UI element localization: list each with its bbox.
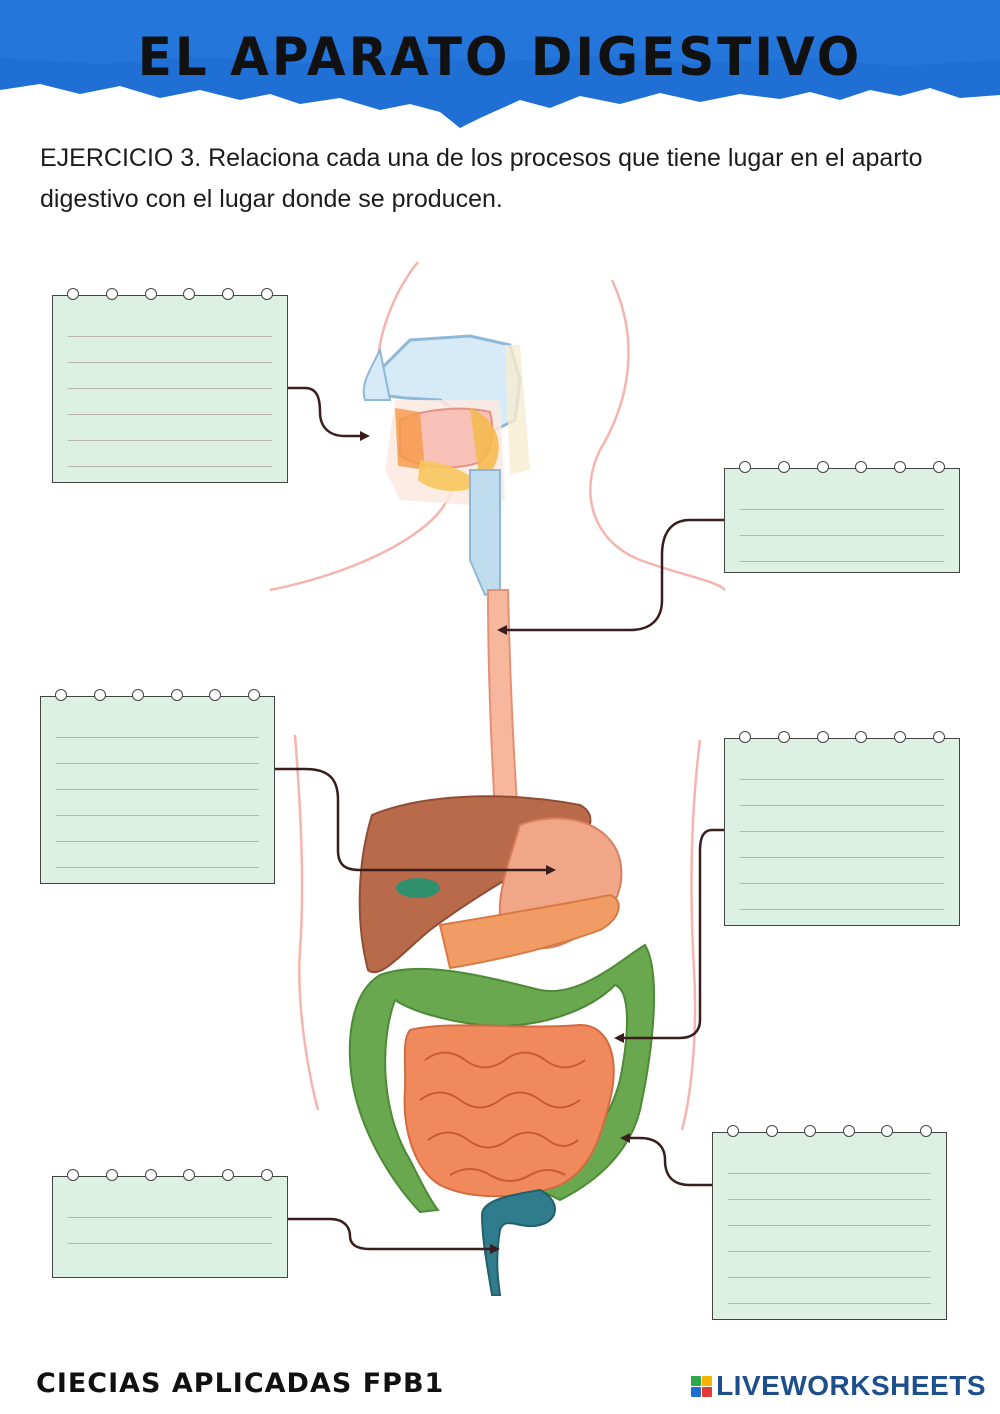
ruled-line [56, 737, 259, 738]
ruled-line [68, 466, 272, 467]
ruled-line [728, 1173, 931, 1174]
spiral-ring-icon [933, 731, 945, 743]
spiral-ring-icon [881, 1125, 894, 1137]
ruled-line [68, 440, 272, 441]
ruled-line [56, 815, 259, 816]
spiral-ring-icon [209, 689, 222, 701]
answer-box-rectum[interactable] [52, 1169, 288, 1278]
ruled-line [740, 509, 944, 510]
ruled-line [56, 867, 259, 868]
spiral-ring-icon [105, 1169, 118, 1181]
ruled-line [728, 1199, 931, 1200]
rectum-shape [480, 1188, 556, 1296]
ruled-line [56, 841, 259, 842]
connector-esophagus [505, 518, 724, 632]
ruled-line [56, 789, 259, 790]
liveworksheets-logo-icon [691, 1375, 713, 1397]
spiral-ring-icon [855, 461, 868, 473]
connector-lines [275, 386, 724, 1251]
ruled-line [68, 1217, 272, 1218]
spiral-ring-icon [804, 1125, 817, 1137]
spiral-ring-icon [920, 1125, 932, 1137]
answer-box-large-intestine[interactable] [712, 1125, 947, 1320]
spiral-ring-icon [855, 731, 868, 743]
connector-stomach [275, 767, 548, 872]
ruled-line [56, 763, 259, 764]
spiral-ring-icon [894, 731, 907, 743]
spiral-ring-icon [183, 288, 196, 300]
connector-large-intestine [628, 1136, 712, 1187]
ruled-line [740, 831, 944, 832]
ruled-line [740, 805, 944, 806]
spiral-ring-icon [765, 1125, 778, 1137]
gallbladder-shape [396, 878, 440, 898]
answer-box-mouth[interactable] [52, 288, 288, 483]
spiral-ring-icon [144, 1169, 157, 1181]
ruled-line [68, 388, 272, 389]
colon-shape [348, 943, 656, 1214]
exercise-instructions: EJERCICIO 3. Relaciona cada una de los p… [40, 144, 923, 213]
spiral-ring-icon [183, 1169, 196, 1181]
spiral-ring-icon [261, 1169, 273, 1181]
spiral-ring-icon [933, 461, 945, 473]
spiral-ring-icon [727, 1125, 739, 1137]
ruled-line [740, 857, 944, 858]
spiral-ring-icon [105, 288, 118, 300]
head-anatomy [362, 334, 530, 597]
spiral-ring-icon [816, 461, 829, 473]
body-outline [269, 261, 726, 1131]
page-title: EL APARATO DIGESTIVO [137, 26, 863, 88]
connector-rectum [288, 1217, 492, 1251]
ruled-line [728, 1225, 931, 1226]
course-label: CIECIAS APLICADAS FPB1 [36, 1368, 445, 1399]
ruled-line [68, 362, 272, 363]
ruled-line [740, 779, 944, 780]
esophagus-shape [486, 589, 520, 832]
spiral-ring-icon [739, 731, 751, 743]
spiral-ring-icon [777, 731, 790, 743]
spiral-ring-icon [170, 689, 183, 701]
spiral-ring-icon [222, 1169, 235, 1181]
liveworksheets-brand[interactable]: LIVEWORKSHEETS [691, 1370, 986, 1402]
answer-box-esophagus[interactable] [724, 461, 960, 573]
header-banner [0, 0, 1000, 128]
spiral-ring-icon [777, 461, 790, 473]
spiral-ring-icon [261, 288, 273, 300]
spiral-ring-icon [894, 461, 907, 473]
ruled-line [68, 1243, 272, 1244]
ruled-line [740, 883, 944, 884]
intestine-folds [419, 1051, 586, 1182]
spiral-ring-icon [67, 1169, 79, 1181]
spiral-ring-icon [816, 731, 829, 743]
connector-mouth [288, 386, 362, 438]
spiral-ring-icon [132, 689, 145, 701]
pancreas-shape [438, 893, 620, 970]
spiral-ring-icon [842, 1125, 855, 1137]
ruled-line [740, 909, 944, 910]
brand-name: LIVEWORKSHEETS [716, 1370, 986, 1401]
spiral-ring-icon [144, 288, 157, 300]
ruled-line [68, 414, 272, 415]
spiral-ring-icon [67, 288, 79, 300]
connector-small-intestine [622, 828, 724, 1040]
spiral-ring-icon [248, 689, 260, 701]
ruled-line [740, 561, 944, 562]
ruled-line [728, 1251, 931, 1252]
answer-box-stomach[interactable] [40, 689, 275, 884]
answer-box-small-intestine[interactable] [724, 731, 960, 926]
ruled-line [728, 1277, 931, 1278]
spiral-ring-icon [93, 689, 106, 701]
ruled-line [728, 1303, 931, 1304]
ruled-line [740, 535, 944, 536]
ruled-line [68, 336, 272, 337]
arrowheads [360, 431, 630, 1254]
spiral-ring-icon [739, 461, 751, 473]
spiral-ring-icon [222, 288, 235, 300]
spiral-ring-icon [55, 689, 67, 701]
